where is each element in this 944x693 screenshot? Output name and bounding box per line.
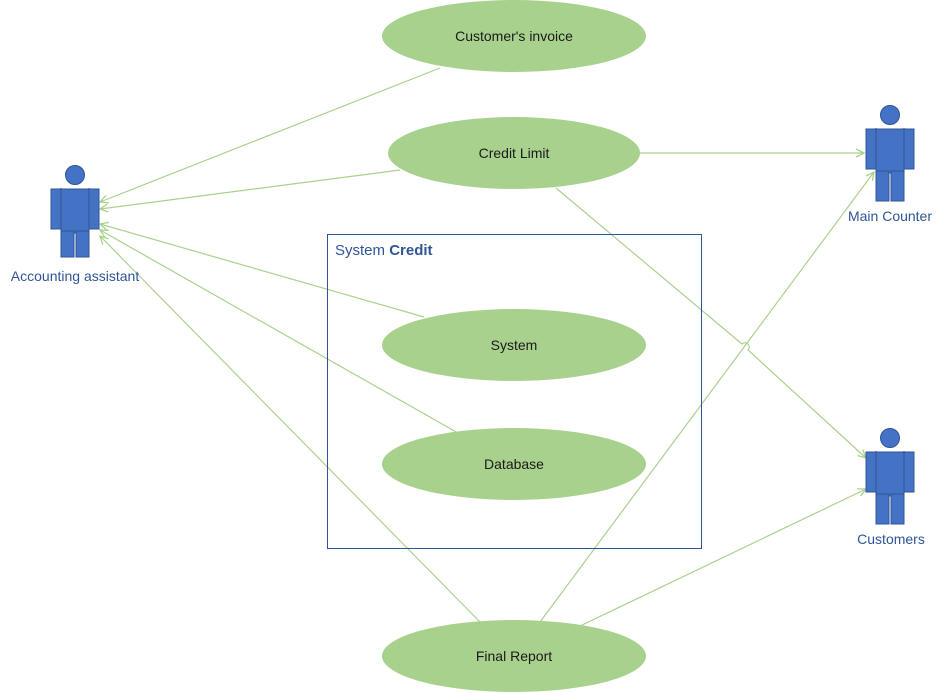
connector-system-to-accounting [100,224,425,318]
actor-icon [50,165,100,258]
actor-accounting-assistant-label: Accounting assistant [11,268,140,284]
use-case-credit-limit-label: Credit Limit [479,145,550,161]
use-case-customers-invoice-label: Customer's invoice [455,28,573,44]
connector-final-report-to-main-counter [539,172,874,623]
use-case-database-shape [382,428,646,500]
use-case-credit-limit[interactable]: Credit Limit [388,117,640,189]
system-boundary-label: System Credit [335,242,433,259]
use-case-customers-invoice[interactable]: Customer's invoice [382,0,646,72]
actor-main-counter-label: Main Counter [848,208,932,224]
use-case-database-label: Database [484,456,544,472]
use-case-system-label: System [491,337,538,353]
connector-invoice-to-accounting [100,67,441,202]
actor-icon [865,105,915,202]
use-case-system-shape [382,309,646,381]
system-boundary-label-bold: Credit [389,242,432,259]
system-boundary-label-prefix: System [335,242,385,259]
actor-customers-label: Customers [857,531,925,547]
use-case-final-report-label: Final Report [476,648,552,664]
actor-accounting-assistant[interactable]: Accounting assistant [11,165,140,285]
use-case-final-report[interactable]: Final Report [382,620,646,692]
connector-final-report-to-accounting [100,236,481,623]
connector-final-report-to-customers [577,489,866,628]
connector-credit-limit-to-customers [555,187,866,458]
connectors [100,67,874,628]
connector-credit-limit-to-accounting [100,169,401,209]
system-boundary: System Credit [327,234,702,549]
use-case-database[interactable]: Database [382,428,646,500]
actor-main-counter[interactable]: Main Counter [848,105,932,225]
use-case-customers-invoice-shape [382,0,646,72]
use-case-system[interactable]: System [382,309,646,381]
connector-database-to-accounting [100,230,459,434]
use-case-final-report-shape [382,620,646,692]
use-case-credit-limit-shape [388,117,640,189]
actor-customers[interactable]: Customers [857,428,925,548]
system-boundary-frame [327,234,702,549]
actor-icon [865,428,915,525]
